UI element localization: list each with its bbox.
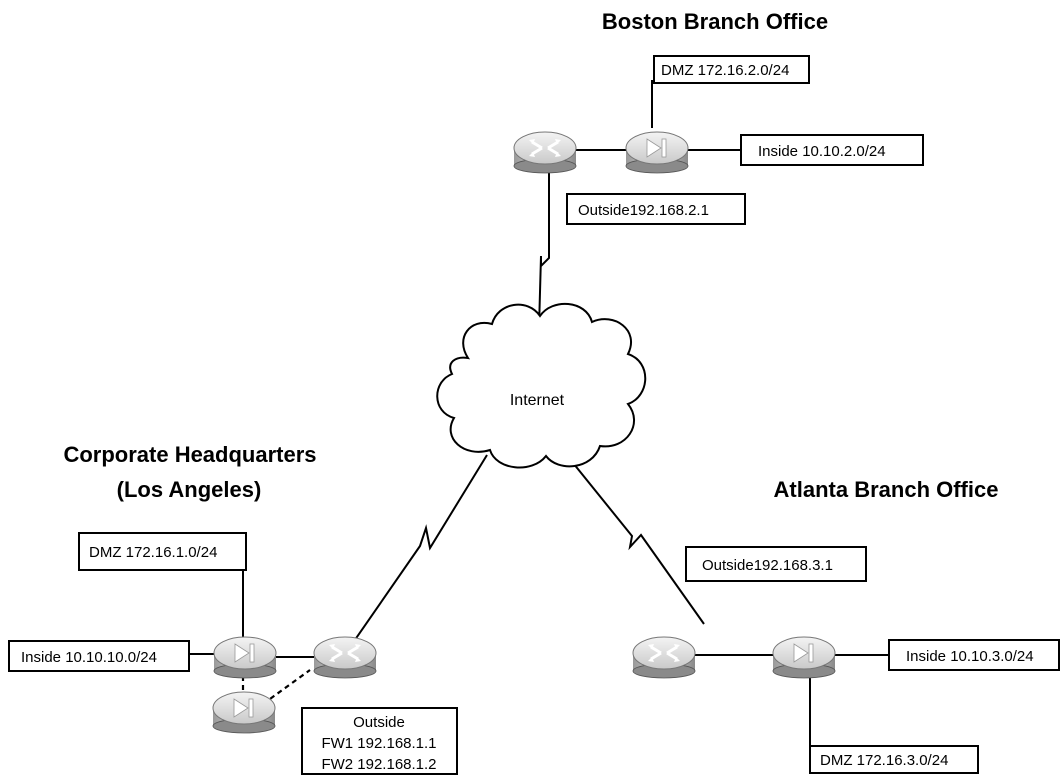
atlanta-dmz-label: DMZ 172.16.3.0/24	[820, 752, 948, 769]
boston-dmz-label-box: DMZ 172.16.2.0/24	[653, 55, 810, 84]
atlanta-inside-label-box: Inside 10.10.3.0/24	[888, 639, 1060, 671]
router-icon[interactable]	[513, 131, 577, 174]
firewall-icon[interactable]	[772, 636, 836, 679]
hq-inside-label-box: Inside 10.10.10.0/24	[8, 640, 190, 672]
atlanta-site-title: Atlanta Branch Office	[774, 477, 999, 502]
atlanta-inside-label: Inside 10.10.3.0/24	[906, 648, 1034, 665]
hq-site-title-line2: (Los Angeles)	[117, 477, 262, 502]
boston-inside-label-box: Inside 10.10.2.0/24	[740, 134, 924, 166]
boston-inside-label: Inside 10.10.2.0/24	[758, 143, 886, 160]
boston-dmz-label: DMZ 172.16.2.0/24	[661, 62, 789, 79]
boston-site-title: Boston Branch Office	[602, 9, 828, 34]
hq-outside-label-box: Outside FW1 192.168.1.1 FW2 192.168.1.2	[301, 707, 458, 775]
firewall-icon[interactable]	[625, 131, 689, 174]
atlanta-outside-label: Outside192.168.3.1	[702, 557, 833, 574]
hq-wan-link	[349, 454, 488, 648]
hq-failover-link-2	[262, 669, 311, 705]
boston-outside-label-box: Outside192.168.2.1	[566, 193, 746, 225]
internet-cloud: Internet	[436, 302, 647, 469]
router-icon[interactable]	[313, 636, 377, 679]
hq-inside-label: Inside 10.10.10.0/24	[21, 649, 157, 666]
hq-site-title-line1: Corporate Headquarters	[63, 442, 316, 467]
atlanta-dmz-label-box: DMZ 172.16.3.0/24	[809, 745, 979, 774]
hq-outside-label-line3: FW2 192.168.1.2	[321, 756, 436, 773]
internet-label: Internet	[510, 392, 565, 409]
hq-outside-label-line2: FW1 192.168.1.1	[321, 735, 436, 752]
router-icon[interactable]	[632, 636, 696, 679]
firewall-icon[interactable]	[212, 691, 276, 734]
hq-dmz-label: DMZ 172.16.1.0/24	[89, 544, 217, 561]
hq-dmz-label-box: DMZ 172.16.1.0/24	[78, 532, 247, 571]
firewall-icon[interactable]	[213, 636, 277, 679]
boston-outside-label: Outside192.168.2.1	[578, 202, 709, 219]
boston-wan-link	[538, 172, 550, 329]
atlanta-outside-label-box: Outside192.168.3.1	[685, 546, 867, 582]
atlanta-wan-link	[564, 452, 705, 625]
hq-outside-label-line1: Outside	[353, 714, 405, 731]
